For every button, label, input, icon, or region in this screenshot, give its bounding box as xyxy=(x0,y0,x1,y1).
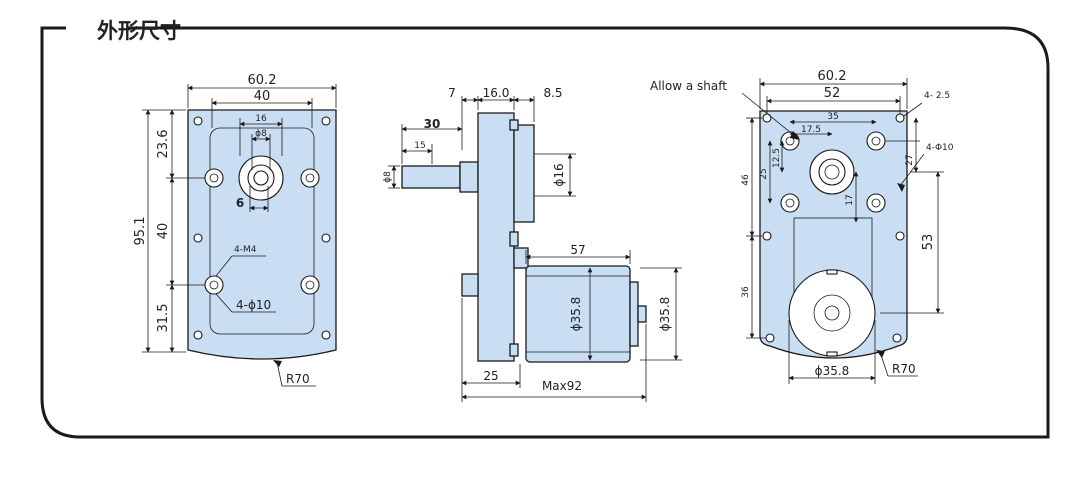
back-d36: 36 xyxy=(741,286,751,298)
back-motor-dia: ϕ35.8 xyxy=(815,364,850,378)
front-width-outer: 60.2 xyxy=(248,73,277,88)
front-shaft-dia: ϕ8 xyxy=(255,129,267,139)
side-shaft xyxy=(401,165,461,189)
side-d85: 8.5 xyxy=(543,86,562,100)
side-view: 7 16.0 8.5 30 15 ϕ8 ϕ16 57 ϕ35.8 ϕ35.8 xyxy=(383,86,682,402)
back-mount-hole-br xyxy=(866,193,886,213)
front-hub-dim: 16 xyxy=(255,114,267,124)
side-shaft-collar xyxy=(459,161,479,193)
side-gearbox-plate xyxy=(477,112,515,362)
front-flat-dim: 6 xyxy=(236,196,244,210)
front-corner-hole-br xyxy=(321,330,331,340)
section-title: 外形尺寸 xyxy=(97,19,181,43)
back-hub-mid xyxy=(818,158,846,186)
front-height-total: 95.1 xyxy=(133,217,148,246)
side-motor-endcap xyxy=(629,281,639,347)
front-bottom-dim: 31.5 xyxy=(156,304,171,333)
front-corner-hole-tl xyxy=(193,116,203,126)
back-motor-inner xyxy=(813,294,851,332)
front-radius-label: R70 xyxy=(286,372,310,386)
side-max: Max92 xyxy=(542,379,582,393)
back-d175: 17.5 xyxy=(801,125,821,135)
back-view: Allow a shaft 60.2 52 35 17.5 4- 2.5 46 … xyxy=(650,69,954,384)
side-boss-dia: ϕ16 xyxy=(552,163,566,186)
side-motor-len: 57 xyxy=(570,243,585,257)
front-corner-hole-bl xyxy=(193,330,203,340)
front-inner-outline xyxy=(209,127,315,335)
side-shaft-len: 30 xyxy=(424,117,441,131)
front-corner-hole-ml xyxy=(193,233,203,243)
back-note: Allow a shaft xyxy=(650,79,727,93)
back-d27: 27 xyxy=(905,154,915,165)
side-d16: 16.0 xyxy=(483,86,510,100)
back-d35: 35 xyxy=(827,112,838,122)
back-d125: 12.5 xyxy=(772,148,782,168)
side-shaft-dia: ϕ8 xyxy=(383,171,393,183)
side-d25: 25 xyxy=(483,369,498,383)
side-d15: 15 xyxy=(414,141,425,151)
front-width-inner: 40 xyxy=(254,89,271,104)
back-radius-label: R70 xyxy=(892,362,916,376)
back-mount-hole-tl xyxy=(780,131,800,151)
side-gear-boss xyxy=(513,124,535,223)
back-width-outer: 60.2 xyxy=(818,69,847,84)
side-motor-dia-outer: ϕ35.8 xyxy=(658,297,672,332)
front-holes-label: 4-ϕ10 xyxy=(236,298,271,312)
back-width-inner: 52 xyxy=(824,86,841,101)
front-plate xyxy=(187,109,337,360)
back-d17: 17 xyxy=(845,194,855,205)
side-lower-tab xyxy=(461,273,479,297)
back-d46: 46 xyxy=(741,174,751,186)
front-view: 60.2 40 16 ϕ8 6 95.1 23.6 40 31.5 4-M4 4… xyxy=(133,73,337,387)
front-mount-hole-tr xyxy=(300,168,320,188)
section-frame xyxy=(40,26,1050,439)
side-d7: 7 xyxy=(448,86,456,100)
front-mid-dim: 40 xyxy=(156,223,171,240)
front-thread-label: 4-M4 xyxy=(234,245,257,255)
side-motor-bushing xyxy=(637,305,647,323)
back-d53: 53 xyxy=(921,234,936,251)
back-motor-circle xyxy=(788,269,876,357)
front-mount-hole-bl xyxy=(204,275,224,295)
front-shaft xyxy=(253,170,269,186)
front-mount-hole-br xyxy=(300,275,320,295)
back-mount-hole-bl xyxy=(780,193,800,213)
front-corner-hole-mr xyxy=(321,233,331,243)
front-top-dim: 23.6 xyxy=(156,130,171,159)
back-mount-hole-tr xyxy=(866,131,886,151)
front-corner-hole-tr xyxy=(321,116,331,126)
back-d25: 25 xyxy=(759,168,769,179)
side-motor-dia-inner: ϕ35.8 xyxy=(569,297,583,332)
front-mount-hole-tl xyxy=(204,168,224,188)
back-screws: 4- 2.5 xyxy=(924,91,950,101)
back-holes-label: 4-Φ10 xyxy=(926,143,954,153)
